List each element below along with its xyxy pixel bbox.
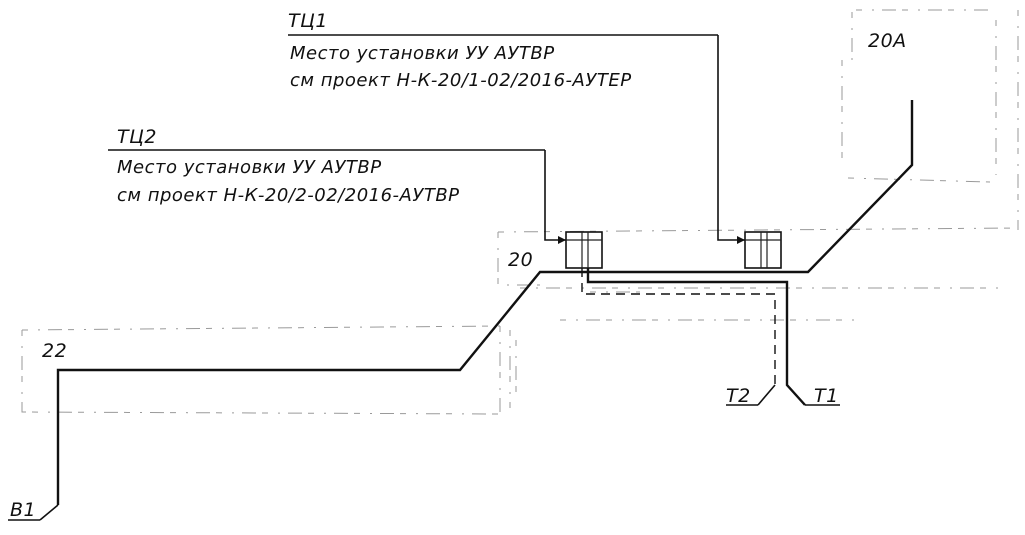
- pipe-t1-label: Т1: [814, 385, 839, 407]
- heating-return-pipe-t2: [581, 268, 776, 385]
- outline-building-20: [497, 227, 1021, 289]
- building-20a-label: 20А: [868, 30, 907, 52]
- callout-tc1: ТЦ1 Место установки УУ АУТВР см проект Н…: [288, 10, 745, 244]
- outline-corridor: [560, 291, 860, 321]
- heat-unit-tc2: [565, 231, 603, 269]
- callout-tc1-line1: Место установки УУ АУТВР: [290, 43, 555, 64]
- heating-supply-pipe-t1: [586, 268, 806, 406]
- heat-unit-tc1-box: [744, 231, 782, 269]
- water-supply-pipe-b1: [56, 100, 914, 505]
- heat-unit-tc1: [744, 231, 782, 269]
- callout-tc2-leader: [544, 150, 566, 241]
- pipe-b1-leader: [39, 504, 59, 521]
- callout-tc2-line1: Место установки УУ АУТВР: [117, 157, 382, 178]
- callout-tc2-line2: см проект Н-К-20/2-02/2016-АУТВР: [117, 185, 460, 206]
- callout-tc1-line2: см проект Н-К-20/1-02/2016-АУТЕР: [290, 70, 632, 91]
- callout-tc1-leader: [717, 35, 745, 241]
- building-20-label: 20: [508, 249, 533, 271]
- callout-tc2-name: ТЦ2: [117, 126, 157, 148]
- background-building-outlines: [21, 9, 1021, 415]
- heat-unit-tc2-box: [565, 231, 603, 269]
- building-22-label: 22: [42, 340, 67, 362]
- outline-building-20a: [841, 9, 997, 183]
- outline-building-22: [21, 325, 517, 415]
- pipe-t2-leader: [757, 384, 776, 406]
- callout-tc2-arrow-icon: [558, 236, 566, 244]
- callout-tc2: ТЦ2 Место установки УУ АУТВР см проект Н…: [108, 126, 566, 244]
- pipe-b1-label: В1: [10, 499, 36, 521]
- callout-tc1-arrow-icon: [737, 236, 745, 244]
- pipe-t2-label: Т2: [726, 385, 751, 407]
- callout-tc1-name: ТЦ1: [288, 10, 328, 32]
